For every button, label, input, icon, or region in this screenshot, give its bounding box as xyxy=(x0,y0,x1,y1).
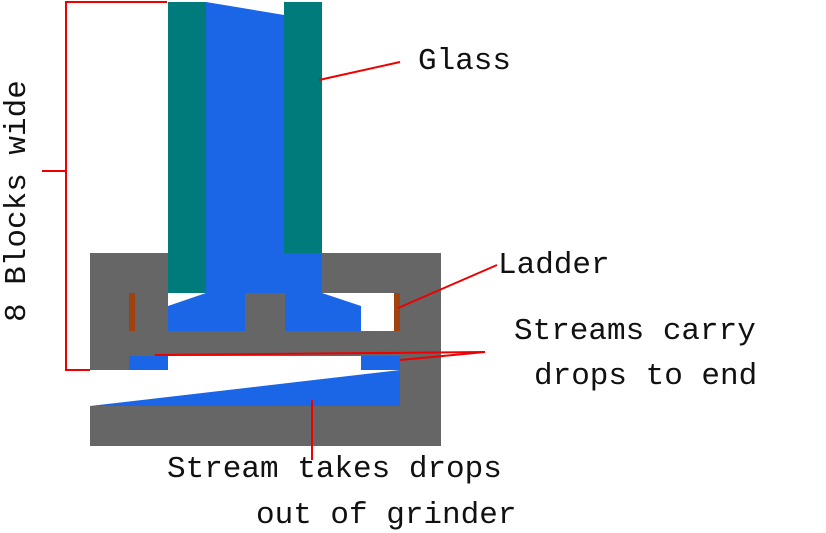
ladder-label: Ladder xyxy=(498,248,610,283)
streams-pointer-right xyxy=(399,351,486,361)
stone-bottom-floor xyxy=(90,406,441,446)
water-in-chamber xyxy=(168,253,361,331)
stream-right-bottom xyxy=(361,356,400,370)
streams-label-line2: drops to end xyxy=(534,359,757,394)
stone-center-pillar xyxy=(245,293,285,331)
water-column xyxy=(206,2,284,253)
stream-collector xyxy=(90,370,400,406)
stone-inner-floor xyxy=(168,331,361,356)
glass-wall-left xyxy=(168,2,206,293)
stream-label-line1: Stream takes drops xyxy=(167,452,502,487)
streams-label-line1: Streams carry xyxy=(514,314,756,349)
glass-label: Glass xyxy=(418,44,511,79)
stream-left-bottom xyxy=(129,356,168,370)
dimension-label: 8 Blocks wide xyxy=(0,80,35,322)
ladder-left xyxy=(129,293,135,331)
ladder-right xyxy=(394,293,400,331)
glass-wall-right xyxy=(284,2,322,253)
glass-pointer xyxy=(318,61,401,81)
dimension-bracket xyxy=(65,1,167,371)
stream-label-line2: out of grinder xyxy=(256,498,516,533)
stone-structure xyxy=(90,253,441,446)
streams-pointer-left xyxy=(154,351,486,356)
ladder-pointer xyxy=(397,264,498,309)
